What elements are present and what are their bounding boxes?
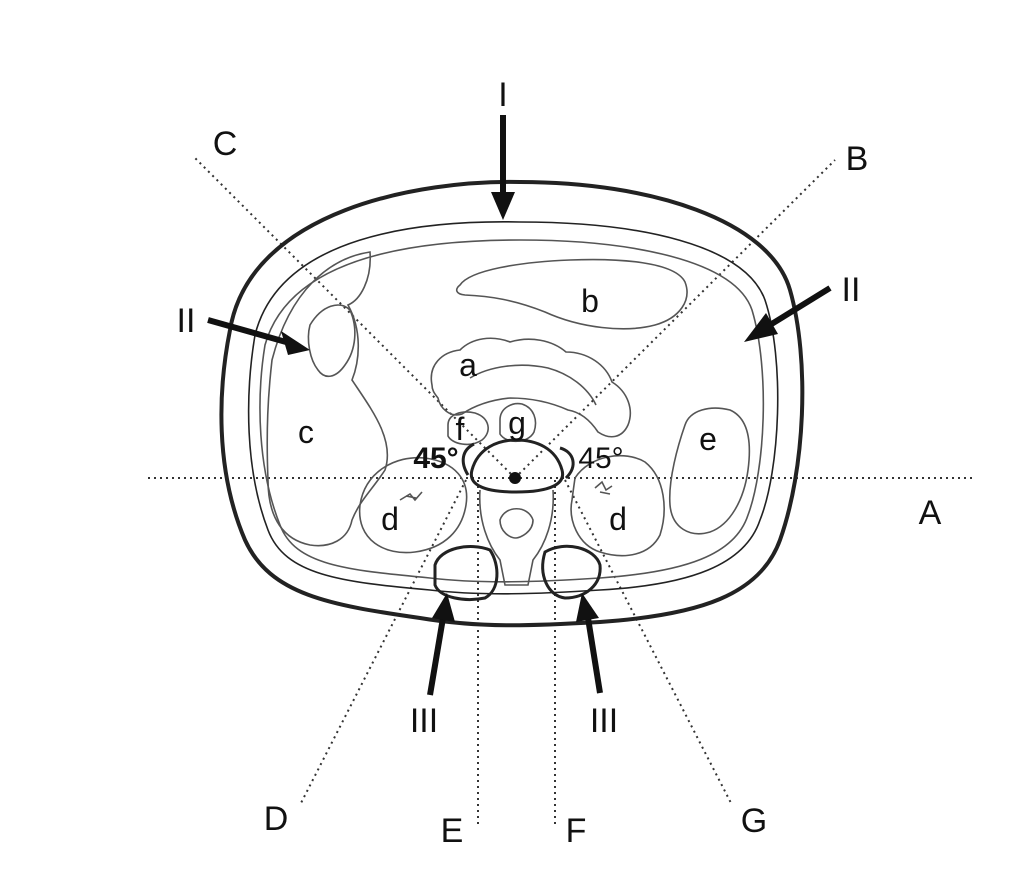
arrow-iii-left bbox=[427, 617, 446, 696]
label-arrow-iii-right: III bbox=[590, 702, 618, 740]
peritoneal-lining bbox=[259, 239, 765, 583]
label-arrow-ii-left: II bbox=[177, 302, 196, 340]
organ-d-left-kidney bbox=[358, 456, 468, 554]
right-psoas-arc bbox=[559, 446, 575, 480]
label-arrow-ii-right: II bbox=[842, 271, 861, 309]
label-line-f: F bbox=[566, 812, 587, 850]
right-renal-hilum bbox=[594, 480, 613, 495]
label-organ-c: c bbox=[298, 414, 314, 450]
label-organ-d-right: d bbox=[609, 501, 627, 537]
label-line-d: D bbox=[264, 800, 289, 838]
center-point bbox=[509, 472, 521, 484]
label-line-a: A bbox=[919, 494, 942, 532]
label-organ-e: e bbox=[699, 421, 717, 457]
label-line-b: B bbox=[846, 140, 869, 178]
organ-e-spleen bbox=[668, 407, 751, 535]
organ-f-vena-cava bbox=[447, 411, 489, 446]
label-organ-d-left: d bbox=[381, 501, 399, 537]
label-line-g: G bbox=[741, 802, 767, 840]
right-paraspinal-muscle bbox=[541, 544, 602, 600]
label-organ-a: a bbox=[459, 347, 477, 383]
left-renal-hilum bbox=[399, 491, 423, 502]
arrow-i-head bbox=[491, 192, 515, 220]
label-line-e: E bbox=[441, 812, 464, 850]
pancreas-inner-fold bbox=[469, 364, 597, 406]
label-organ-f: f bbox=[456, 411, 465, 447]
arrow-iii-left-head bbox=[432, 593, 455, 622]
liver-lobe-edge bbox=[307, 304, 356, 378]
label-organ-g: g bbox=[508, 405, 526, 441]
arrow-ii-left-head bbox=[281, 331, 310, 355]
label-arrow-i: I bbox=[498, 76, 507, 114]
body-outline bbox=[219, 179, 805, 628]
abdominal-wall-inner bbox=[247, 221, 779, 595]
label-line-c: C bbox=[213, 125, 238, 163]
organ-d-right-kidney bbox=[570, 455, 665, 557]
organ-b-stomach bbox=[455, 258, 688, 330]
left-paraspinal-muscle bbox=[433, 545, 499, 601]
label-organ-b: b bbox=[581, 283, 599, 319]
organ-a-pancreas bbox=[430, 337, 632, 438]
arrow-iii-right-head bbox=[576, 593, 599, 622]
arrow-ii-right bbox=[768, 285, 832, 328]
left-psoas-arc bbox=[461, 442, 475, 476]
vertebral-arch bbox=[478, 489, 555, 586]
vertebral-body bbox=[469, 438, 565, 494]
spinal-canal bbox=[499, 507, 534, 539]
arrow-ii-right-head bbox=[744, 313, 778, 342]
arrow-iii-right bbox=[585, 617, 603, 694]
line-g bbox=[564, 479, 733, 806]
line-d bbox=[299, 479, 467, 806]
arrow-ii-left bbox=[207, 317, 287, 345]
label-angle-right: 45° bbox=[578, 442, 623, 475]
label-arrow-iii-left: III bbox=[410, 702, 438, 740]
label-angle-left: 45° bbox=[413, 442, 458, 475]
organ-c-liver bbox=[266, 251, 389, 547]
